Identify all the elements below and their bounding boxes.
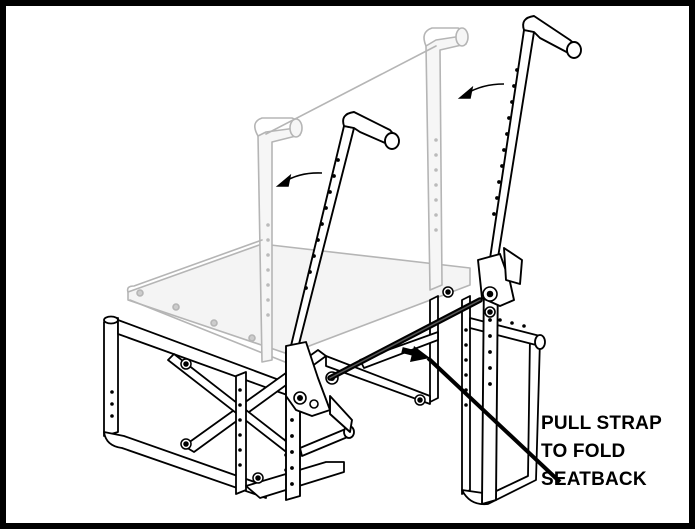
cane-holes <box>290 68 519 486</box>
seatback-canes <box>285 15 582 505</box>
frame-hardware <box>180 286 454 484</box>
rotation-arrows <box>275 83 505 187</box>
callout-line-2: TO FOLD <box>541 441 626 462</box>
callout-line-1: PULL STRAP <box>541 413 662 434</box>
fold-strap <box>327 297 483 381</box>
pull-strap-callout: PULL STRAP TO FOLD SEATBACK <box>541 410 691 494</box>
pull-arrow <box>401 346 430 362</box>
hinge-pivots <box>293 286 498 409</box>
callout-leader-line <box>426 356 562 484</box>
callout-line-3: SEATBACK <box>541 469 647 490</box>
ghost-seatback <box>126 27 471 363</box>
wheelchair-fold-illustration <box>103 15 582 506</box>
